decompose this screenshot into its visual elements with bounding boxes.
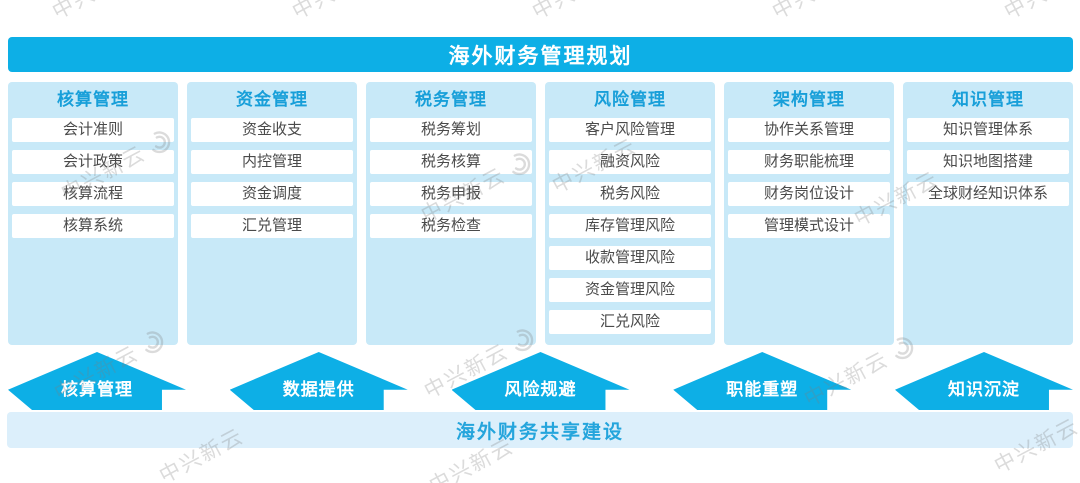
watermark: 中兴新云 — [286, 0, 381, 26]
watermark: 中兴新云 — [526, 0, 621, 26]
item-box: 汇兑风险 — [549, 310, 711, 334]
column-header: 知识管理 — [952, 90, 1024, 109]
item-box: 知识管理体系 — [907, 118, 1069, 142]
arrow-risk-avoidance: 风险规避 — [451, 352, 630, 410]
column-header: 资金管理 — [236, 90, 308, 109]
arrow-label: 数据提供 — [282, 380, 355, 399]
item-box: 核算系统 — [12, 214, 174, 238]
column-header: 税务管理 — [415, 90, 487, 109]
item-box: 财务岗位设计 — [728, 182, 890, 206]
column-risk: 风险管理 客户风险管理 融资风险 税务风险 库存管理风险 收款管理风险 资金管理… — [545, 82, 715, 345]
column-header: 架构管理 — [773, 90, 845, 109]
watermark: 中兴新云 — [998, 0, 1080, 26]
item-box: 税务检查 — [370, 214, 532, 238]
page-title: 海外财务管理规划 — [448, 44, 633, 68]
item-box: 融资风险 — [549, 150, 711, 174]
item-box: 收款管理风险 — [549, 246, 711, 270]
item-box: 税务风险 — [549, 182, 711, 206]
column-header: 核算管理 — [57, 90, 129, 109]
footer-title: 海外财务共享建设 — [455, 421, 624, 443]
column-funds: 资金管理 资金收支 内控管理 资金调度 汇兑管理 — [187, 82, 357, 345]
arrow-data-provision: 数据提供 — [229, 352, 408, 410]
arrows-row: 核算管理 数据提供 风险规避 职能重塑 知识沉淀 — [8, 352, 1073, 410]
item-box: 全球财经知识体系 — [907, 182, 1069, 206]
arrow-label: 职能重塑 — [726, 380, 799, 399]
item-box: 会计政策 — [12, 150, 174, 174]
arrow-function-reshaping: 职能重塑 — [673, 352, 852, 410]
arrow-label: 风险规避 — [504, 380, 577, 399]
item-box: 税务申报 — [370, 182, 532, 206]
item-box: 资金收支 — [191, 118, 353, 142]
footer-bar: 海外财务共享建设 — [7, 412, 1073, 448]
item-box: 协作关系管理 — [728, 118, 890, 142]
column-knowledge: 知识管理 知识管理体系 知识地图搭建 全球财经知识体系 — [903, 82, 1073, 345]
item-box: 客户风险管理 — [549, 118, 711, 142]
arrow-label: 知识沉淀 — [948, 380, 1020, 399]
item-box: 税务核算 — [370, 150, 532, 174]
column-header: 风险管理 — [594, 90, 666, 109]
arrow-label: 核算管理 — [61, 380, 133, 399]
item-box: 管理模式设计 — [728, 214, 890, 238]
item-box: 库存管理风险 — [549, 214, 711, 238]
column-accounting: 核算管理 会计准则 会计政策 核算流程 核算系统 — [8, 82, 178, 345]
arrow-accounting: 核算管理 — [8, 352, 186, 410]
columns-row: 核算管理 会计准则 会计政策 核算流程 核算系统 资金管理 资金收支 内控管理 … — [8, 82, 1073, 345]
item-box: 资金管理风险 — [549, 278, 711, 302]
watermark: 中兴新云 — [766, 0, 861, 26]
diagram-title-bar: 海外财务管理规划 — [8, 37, 1073, 72]
item-box: 汇兑管理 — [191, 214, 353, 238]
arrow-knowledge-deposition: 知识沉淀 — [895, 352, 1073, 410]
item-box: 财务职能梳理 — [728, 150, 890, 174]
item-box: 资金调度 — [191, 182, 353, 206]
item-box: 会计准则 — [12, 118, 174, 142]
item-box: 核算流程 — [12, 182, 174, 206]
item-box: 内控管理 — [191, 150, 353, 174]
item-box: 知识地图搭建 — [907, 150, 1069, 174]
watermark: 中兴新云 — [46, 0, 141, 26]
column-structure: 架构管理 协作关系管理 财务职能梳理 财务岗位设计 管理模式设计 — [724, 82, 894, 345]
column-tax: 税务管理 税务筹划 税务核算 税务申报 税务检查 — [366, 82, 536, 345]
item-box: 税务筹划 — [370, 118, 532, 142]
